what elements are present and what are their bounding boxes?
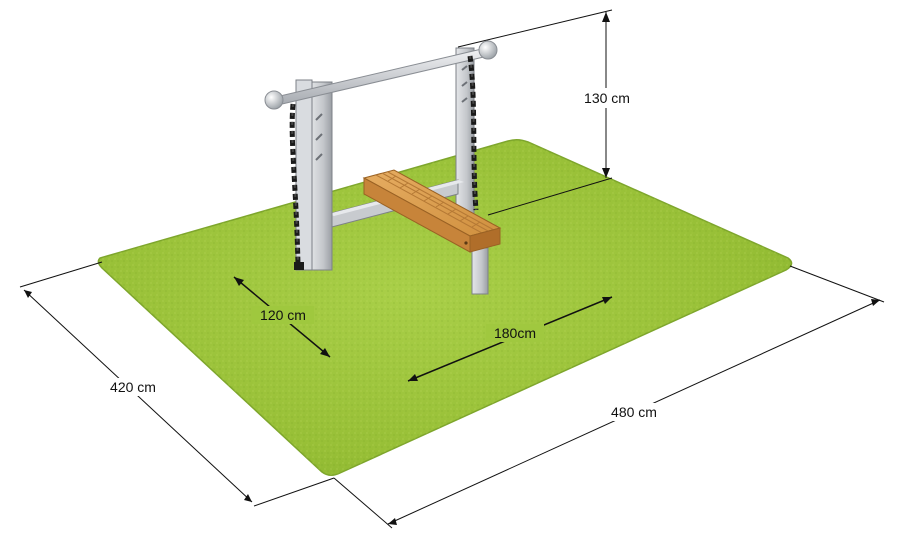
barbell [264, 40, 498, 110]
bench-leg [471, 247, 489, 295]
grass-surface [97, 138, 793, 476]
arrowhead [871, 299, 880, 306]
bench-end [469, 227, 501, 253]
arrowhead [388, 518, 397, 525]
wooden-bench [362, 169, 502, 295]
dimension-label-width-total: 480 cm [611, 404, 657, 420]
arrowhead [244, 494, 252, 502]
arrowhead [320, 348, 330, 357]
arrowhead [602, 297, 612, 304]
dimension-height: 130 cm [457, 9, 638, 216]
barbell-end-right [478, 40, 498, 60]
dimension-depth-total: 420 cm [19, 261, 335, 507]
barbell-end-left [264, 90, 284, 110]
dimension-label-bench-length: 180cm [494, 325, 536, 341]
chain-left [289, 103, 304, 270]
arrowhead [408, 374, 418, 381]
dimension-label-depth-total: 420 cm [110, 379, 156, 395]
dimension-width-total: 480 cm [333, 265, 885, 529]
chain-right [467, 55, 479, 211]
dimension-bench-length: 180cm [407, 296, 613, 382]
dimension-label-height: 130 cm [584, 90, 630, 106]
arrowhead [602, 12, 610, 22]
arrowhead [24, 290, 32, 298]
dimension-label-frame-depth: 120 cm [260, 307, 306, 323]
arrowhead [234, 277, 244, 286]
left-post [295, 79, 333, 271]
dimension-frame-depth: 120 cm [233, 276, 331, 358]
arrowhead [602, 168, 610, 178]
